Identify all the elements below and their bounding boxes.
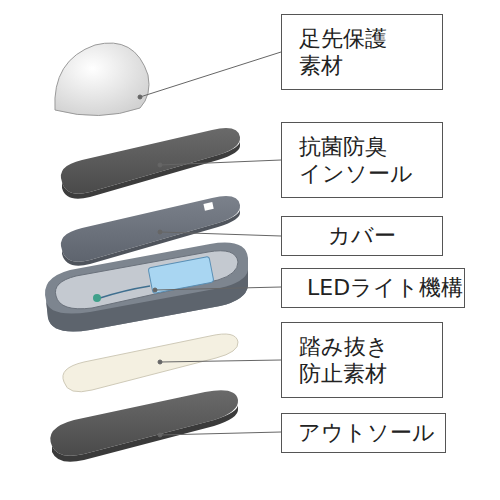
part-name: カバー — [328, 222, 396, 250]
part-name: 足先保護 素材 — [299, 25, 431, 80]
label-box-insole: 抗菌防臭 インソール — [281, 122, 443, 198]
label-box-puncture-guard: 踏み抜き 防止素材 — [281, 322, 443, 398]
label-box-cover: カバー — [281, 216, 443, 256]
part-name: 踏み抜き 防止素材 — [299, 333, 431, 388]
label-box-led: LEDライト機構 — [281, 268, 465, 308]
label-box-toe-cap: 足先保護 素材 — [281, 14, 443, 90]
part-name: 抗菌防臭 インソール — [299, 133, 431, 188]
part-name: アウトソール — [298, 419, 430, 447]
label-box-outsole: アウトソール — [281, 413, 446, 453]
part-name: LEDライト機構 — [307, 274, 439, 302]
